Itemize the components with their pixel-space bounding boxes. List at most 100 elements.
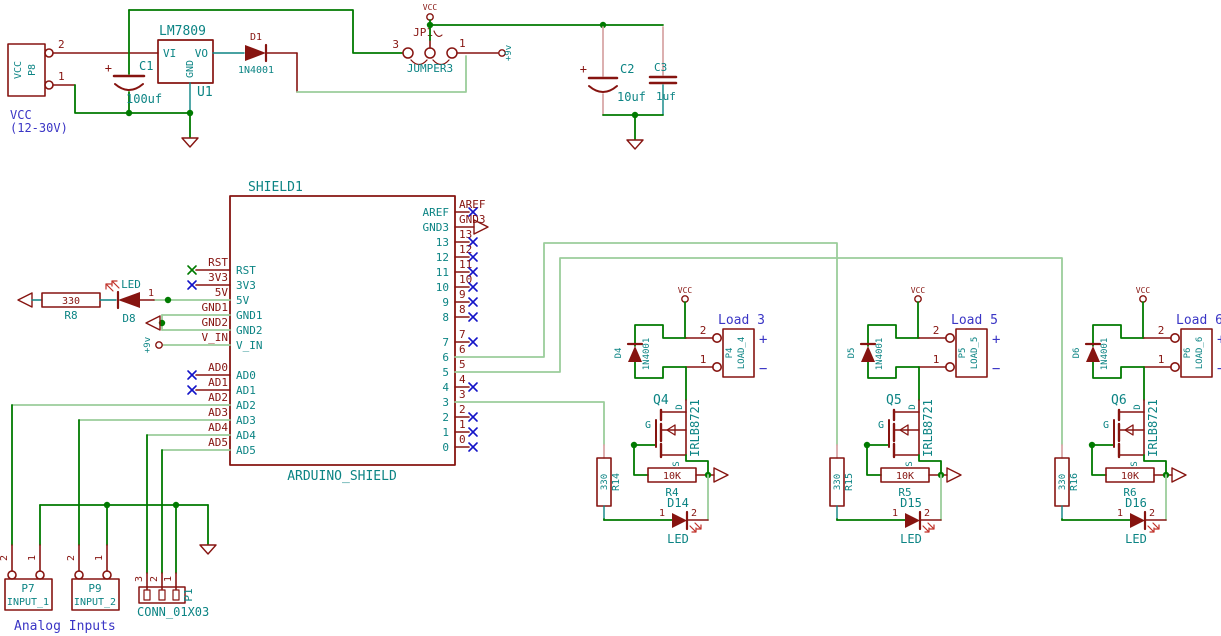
c1-value: 100uf	[126, 92, 162, 106]
rpull-ref: R5	[898, 486, 911, 499]
polarity-minus: −	[759, 361, 767, 377]
load-title: Load 3	[718, 313, 765, 328]
polarity-plus: +	[992, 332, 1000, 348]
polarity-minus: −	[1217, 361, 1221, 377]
rpull-ref: R4	[665, 486, 679, 499]
p1-slot	[158, 589, 166, 601]
wire-flyback-bottom	[634, 361, 687, 379]
hier-arrow-right	[1171, 467, 1187, 483]
c3-value: 1uf	[656, 90, 676, 103]
load-title: Load 5	[951, 313, 998, 328]
d8-pin1-number: 1	[148, 288, 154, 299]
wire-flyback-top	[1092, 324, 1145, 347]
conn-value: LOAD_6	[1195, 337, 1205, 370]
shield-outline	[229, 195, 456, 466]
ground-symbol	[626, 139, 644, 150]
led-pin2-number: 2	[924, 508, 930, 519]
conn-ref: P5	[958, 348, 968, 359]
shield-pins: RSTRST3V33V35V5VGND1GND1GND2GND2V_INV_IN…	[187, 198, 489, 457]
net-label: AD3	[208, 406, 228, 419]
conn-pin2-number: 2	[933, 324, 940, 337]
pin-name: GND2	[236, 324, 263, 337]
junction-dot	[164, 296, 172, 304]
power-led-indicator: 330 R8 LED D8 1	[17, 278, 155, 325]
flyback-value: 1N4001	[875, 338, 885, 371]
flyback-triangle	[628, 346, 642, 362]
jp1-ref: JP1	[413, 26, 433, 39]
conn-pin1-circle	[711, 361, 722, 372]
jp1-leader	[433, 30, 443, 37]
junction-dot	[599, 21, 607, 29]
led-triangle	[672, 513, 687, 528]
hier-arrow-right	[473, 219, 489, 235]
junction-dot	[125, 109, 133, 117]
pin-name: 12	[436, 251, 449, 264]
mosfet-pin-d: D	[675, 404, 685, 409]
mosfet-body-arrow	[1124, 424, 1134, 436]
led-emission-arrow	[1152, 522, 1160, 530]
wire-pin5-to-q6	[454, 257, 1063, 446]
supply-note-2: (12-30V)	[10, 121, 68, 135]
capacitor-c1: + C1 100uf	[105, 9, 162, 117]
wire-rpull-left	[866, 444, 882, 476]
led-emission-arrow	[1147, 525, 1155, 533]
net-label: 9	[459, 288, 466, 301]
led-emission-arrowhead	[929, 524, 935, 530]
conn-pin2-circle	[711, 332, 722, 343]
pin-name: 10	[436, 281, 449, 294]
net-label: AREF	[459, 198, 486, 211]
no-connect-x	[468, 382, 478, 392]
no-connect-x	[468, 252, 478, 262]
wire-vi-to-jp1	[128, 9, 403, 54]
flyback-triangle	[861, 346, 875, 362]
c1-ref: C1	[139, 59, 153, 73]
pin-name: 0	[442, 441, 449, 454]
p8-outline	[7, 43, 46, 97]
conn-pin2-circle	[1170, 332, 1181, 343]
jp1-arcs	[410, 59, 450, 66]
u1-value: LM7809	[159, 24, 206, 39]
mosfet-pin-d: D	[908, 404, 918, 409]
led-triangle	[905, 513, 920, 528]
ground-symbol	[199, 544, 217, 555]
diode-d1: D1 1N4001	[238, 32, 467, 93]
rpull-value: 10K	[1121, 471, 1139, 482]
vcc-flag-label: VCC	[911, 286, 926, 295]
led-emission-arrowhead	[111, 280, 118, 287]
led-emission-arrowhead	[924, 527, 930, 533]
d8-ref: D8	[122, 312, 135, 325]
flyback-triangle	[1086, 346, 1100, 362]
p7-pin2-number: 2	[0, 555, 10, 561]
rgate-ref: R14	[611, 473, 622, 491]
led-emission-arrowhead	[1149, 527, 1155, 533]
supply-note-1: VCC	[10, 108, 32, 122]
conn-pin1-number: 1	[1158, 353, 1165, 366]
mosfet-value: IRLB8721	[688, 399, 702, 457]
p9-pin1-circle	[102, 570, 112, 580]
conn-pin2-number: 2	[700, 324, 707, 337]
net-label: 5V	[215, 286, 229, 299]
p9-ref: P9	[88, 582, 101, 595]
pin-name: 11	[436, 266, 449, 279]
led-emission-arrow	[922, 525, 930, 533]
p1-pin3-number: 3	[134, 576, 145, 582]
pin-name: 5V	[236, 294, 250, 307]
led-emission-arrowhead	[105, 283, 112, 290]
rgate-value: 330	[1058, 474, 1068, 490]
pin-name: 1	[442, 426, 449, 439]
plus9v-port-circle	[498, 49, 506, 57]
jp1-pin1-circle	[446, 47, 458, 59]
p8-value: VCC	[13, 61, 24, 79]
conn-value: LOAD_4	[737, 337, 747, 370]
no-connect-x	[187, 265, 197, 275]
mosfet-value: IRLB8721	[1146, 399, 1160, 457]
led-value: LED	[1125, 532, 1147, 546]
rgate-value: 330	[600, 474, 610, 490]
mosfet-pin-g: G	[645, 420, 651, 431]
led-emission-arrowhead	[696, 524, 702, 530]
conn-value: LOAD_5	[970, 337, 980, 370]
c2-value: 10uf	[617, 90, 646, 104]
